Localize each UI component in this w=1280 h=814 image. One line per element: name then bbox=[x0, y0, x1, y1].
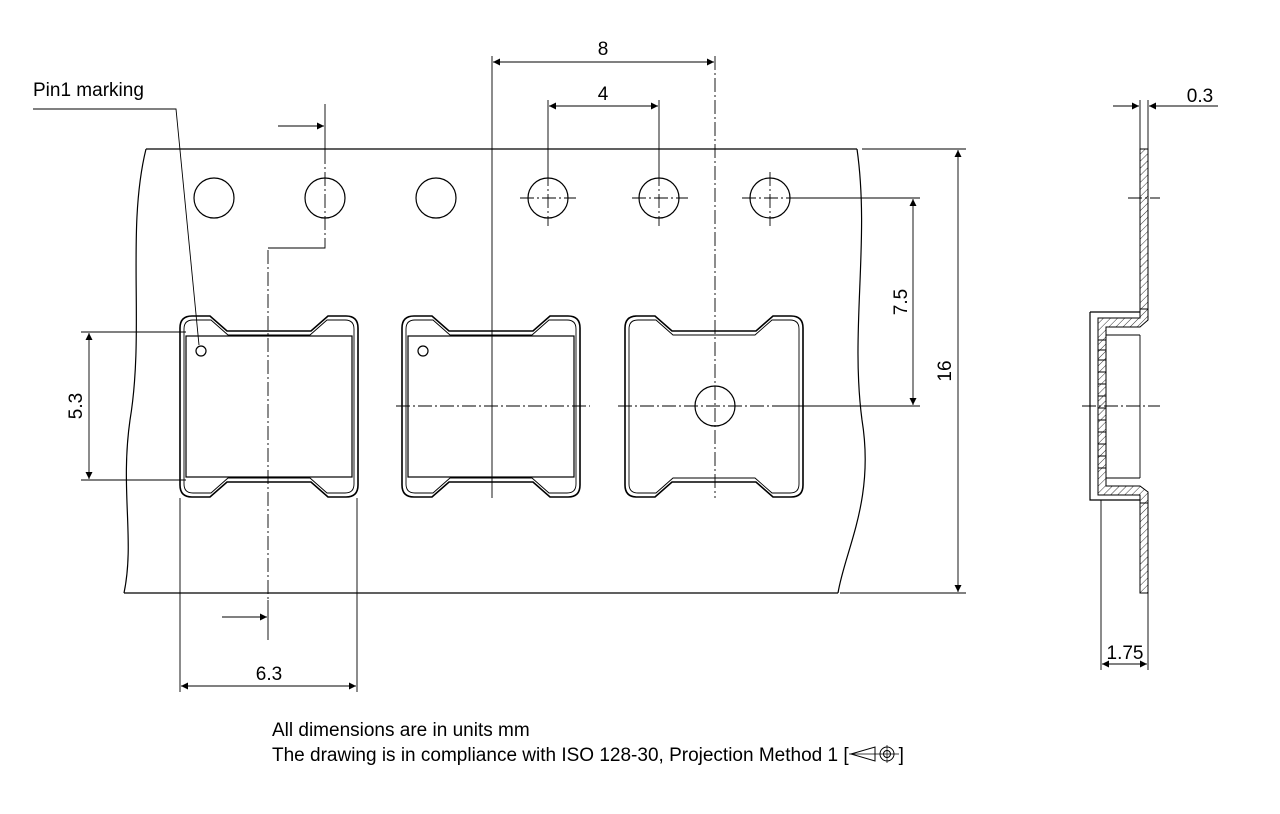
component-body bbox=[185, 335, 353, 478]
pocket-outline bbox=[624, 315, 804, 498]
compliance-note: The drawing is in compliance with ISO 12… bbox=[272, 743, 904, 768]
dim-sprocket-to-center: 7.5 bbox=[780, 197, 920, 407]
dim-pocket-width-value: 6.3 bbox=[256, 664, 282, 685]
reference-arrow-top bbox=[278, 104, 326, 150]
pocket-outline bbox=[401, 315, 581, 498]
dim-tape-width-value: 16 bbox=[935, 360, 956, 381]
reference-arrow-bottom bbox=[222, 600, 269, 640]
pocket-inner-outline bbox=[405, 319, 577, 494]
dim-pocket-length: 5.3 bbox=[66, 331, 186, 481]
pin1-dot bbox=[195, 345, 207, 357]
dim-hole-pitch-value: 4 bbox=[598, 84, 609, 105]
compliance-close: ] bbox=[898, 745, 904, 766]
dim-thickness-value: 0.3 bbox=[1187, 86, 1213, 107]
pocket-inner-outline bbox=[183, 319, 355, 494]
dim-pocket-length-value: 5.3 bbox=[66, 393, 87, 419]
dim-pocket-width: 6.3 bbox=[179, 498, 358, 692]
component-body bbox=[407, 335, 575, 478]
dim-cavity-depth-value: 1.75 bbox=[1107, 643, 1144, 664]
pocket-outline bbox=[179, 315, 359, 498]
pin1-label: Pin1 marking bbox=[33, 80, 144, 101]
sprocket-hole bbox=[415, 177, 457, 219]
sprocket-holes bbox=[193, 150, 800, 240]
sprocket-hole bbox=[193, 177, 235, 219]
pocket-inner-outline bbox=[628, 319, 800, 494]
tape-outline bbox=[123, 148, 866, 594]
pin1-dot bbox=[417, 345, 429, 357]
side-view: 0.3 1.75 bbox=[1082, 86, 1218, 670]
dim-sprocket-to-center-value: 7.5 bbox=[891, 289, 912, 315]
dim-pitch-value: 8 bbox=[598, 39, 609, 60]
pin1-leader: Pin1 marking bbox=[33, 80, 200, 346]
dim-tape-width: 16 bbox=[840, 148, 966, 594]
drawing-notes: All dimensions are in units mm The drawi… bbox=[272, 718, 904, 768]
dim-hole-pitch: 4 bbox=[547, 84, 660, 172]
compliance-text: The drawing is in compliance with ISO 12… bbox=[272, 745, 849, 766]
units-note: All dimensions are in units mm bbox=[272, 720, 530, 741]
projection-method-icon bbox=[848, 745, 899, 763]
center-lines bbox=[267, 240, 780, 600]
component-pockets bbox=[179, 315, 804, 498]
dim-pitch: 8 bbox=[491, 39, 716, 498]
